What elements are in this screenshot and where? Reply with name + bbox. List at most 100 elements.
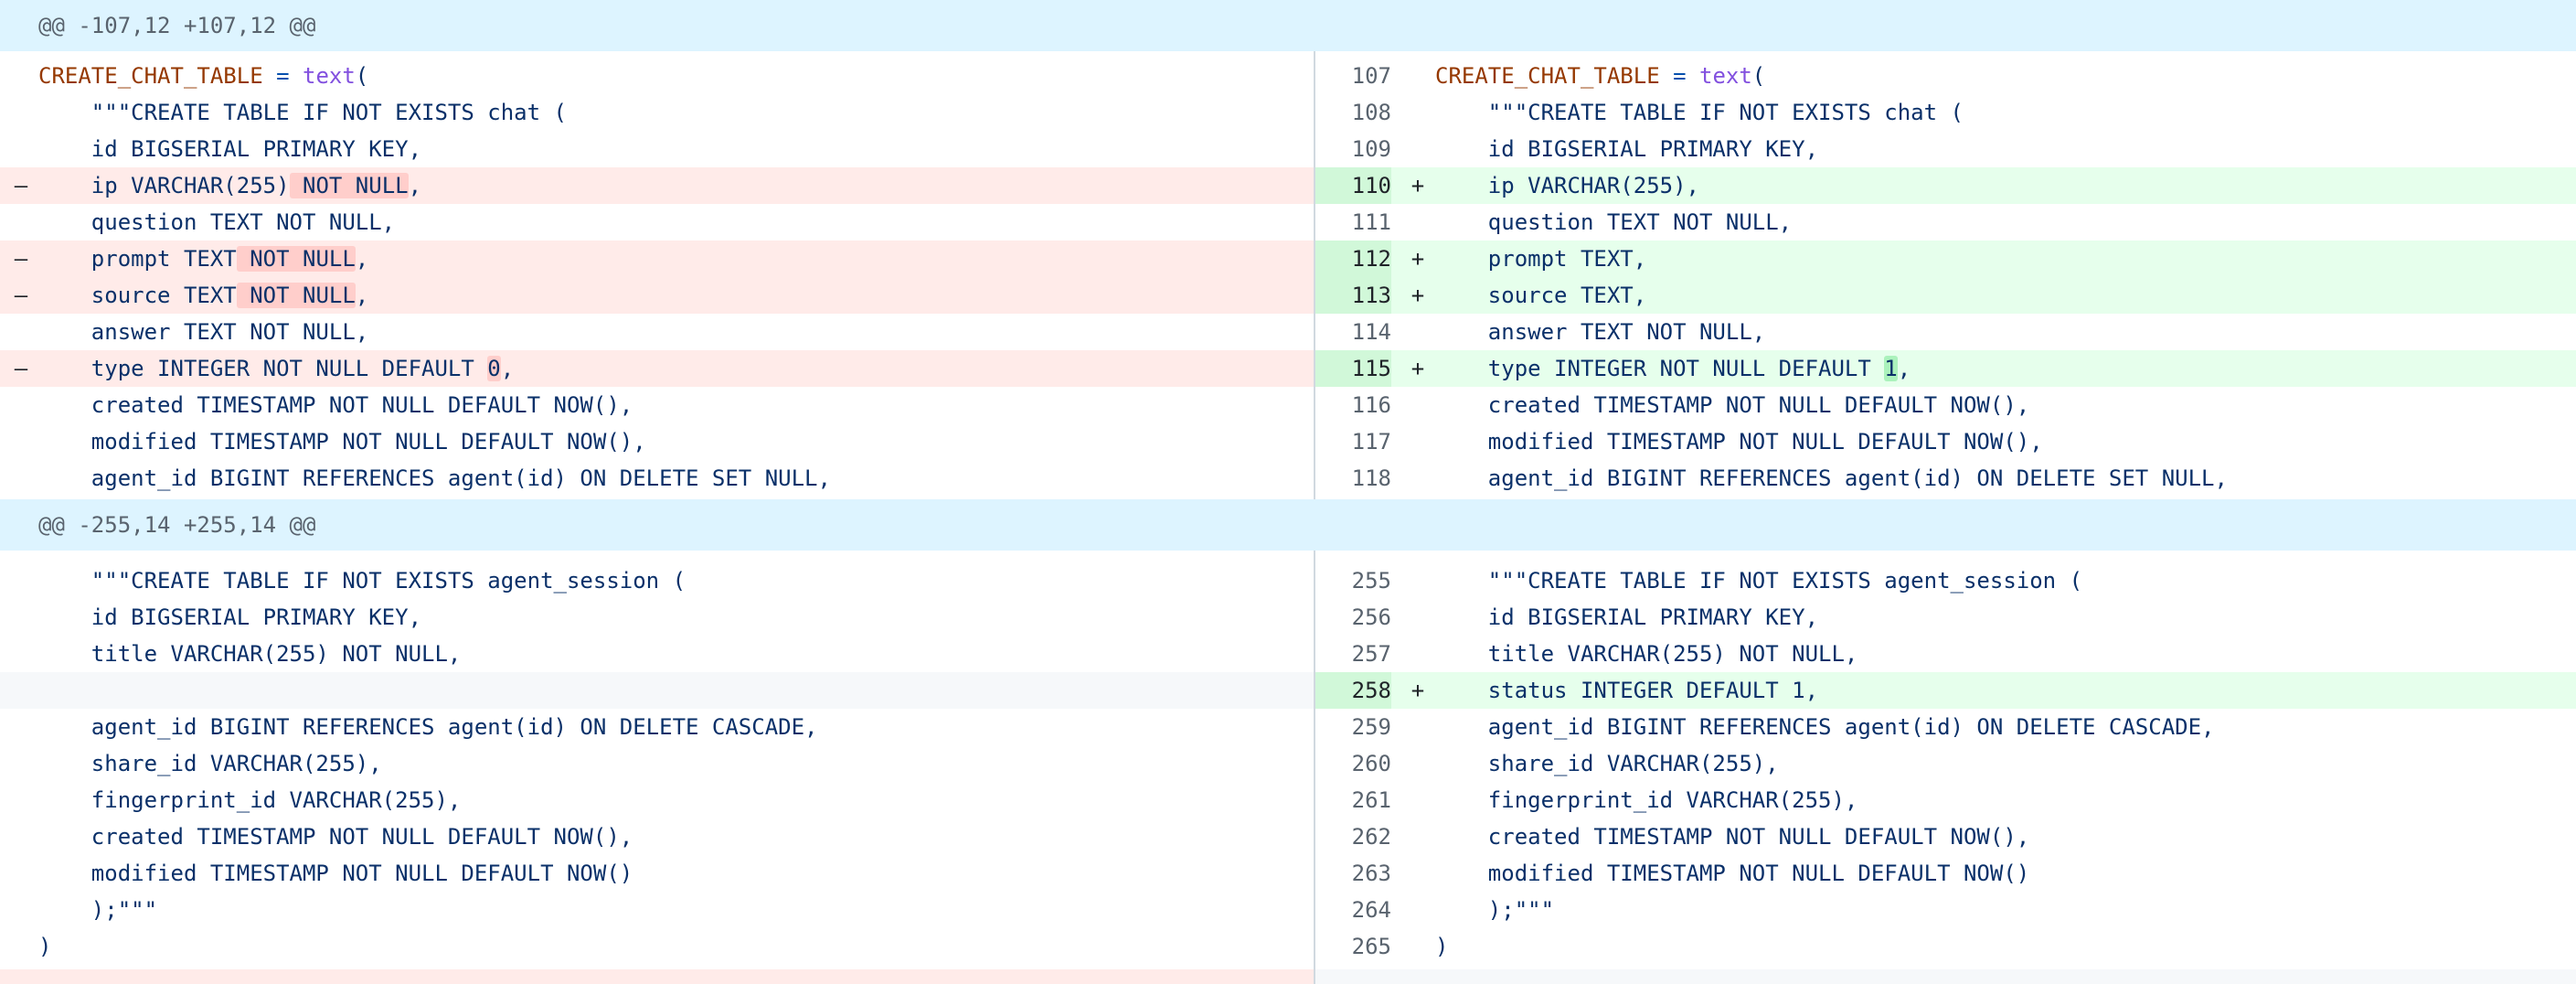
line-number[interactable]: 255 [1351, 568, 1391, 594]
code-token: = [276, 63, 290, 89]
code-token: , [500, 356, 515, 381]
pane-divider [1314, 51, 1315, 499]
line-number[interactable]: 257 [1351, 641, 1391, 667]
new-code-line: prompt TEXT, [1435, 241, 1646, 277]
line-number[interactable]: 259 [1351, 714, 1391, 740]
line-number[interactable]: 108 [1351, 100, 1391, 125]
old-side: agent_id BIGINT REFERENCES agent(id) ON … [0, 460, 1315, 497]
line-number[interactable]: 261 [1351, 787, 1391, 813]
new-side: 116 created TIMESTAMP NOT NULL DEFAULT N… [1315, 387, 2576, 423]
old-side: created TIMESTAMP NOT NULL DEFAULT NOW()… [0, 387, 1315, 423]
old-code-line: );""" [38, 892, 157, 928]
code-token: """CREATE TABLE IF NOT EXISTS chat ( [38, 100, 567, 125]
code-token: title VARCHAR(255) NOT NULL, [38, 641, 462, 667]
new-code-line: """CREATE TABLE IF NOT EXISTS chat ( [1435, 94, 1964, 131]
deleted-token-highlight: NOT NULL [289, 173, 409, 198]
code-token: ( [1751, 63, 1766, 89]
code-token [290, 63, 303, 89]
code-token: created TIMESTAMP NOT NULL DEFAULT NOW()… [1435, 392, 2030, 418]
new-side: 255 """CREATE TABLE IF NOT EXISTS agent_… [1315, 562, 2576, 599]
old-side [0, 969, 1315, 984]
line-number[interactable]: 262 [1351, 824, 1391, 850]
diff-line-partial [0, 969, 2576, 984]
diff-line: created TIMESTAMP NOT NULL DEFAULT NOW()… [0, 818, 2576, 855]
added-line-marker: + [1410, 356, 1425, 381]
old-side: id BIGSERIAL PRIMARY KEY, [0, 599, 1315, 636]
diff-line: )265) [0, 928, 2576, 965]
code-token: modified TIMESTAMP NOT NULL DEFAULT NOW(… [1435, 861, 2030, 886]
line-number[interactable]: 109 [1351, 136, 1391, 162]
new-side: 113 + source TEXT, [1315, 277, 2576, 314]
old-side: ) [0, 928, 1315, 965]
added-line-marker: + [1410, 283, 1425, 308]
old-side: title VARCHAR(255) NOT NULL, [0, 636, 1315, 672]
new-code-line: ip VARCHAR(255), [1435, 167, 1699, 204]
new-code-line: created TIMESTAMP NOT NULL DEFAULT NOW()… [1435, 387, 2029, 423]
code-token: answer TEXT NOT NULL, [38, 319, 369, 345]
old-code-line: share_id VARCHAR(255), [38, 745, 382, 782]
old-side: fingerprint_id VARCHAR(255), [0, 782, 1315, 818]
line-number[interactable]: 107 [1351, 63, 1391, 89]
new-code-line: share_id VARCHAR(255), [1435, 745, 1779, 782]
line-number[interactable]: 118 [1351, 465, 1391, 491]
line-number[interactable]: 256 [1351, 604, 1391, 630]
old-code-line: source TEXT NOT NULL, [38, 277, 368, 314]
new-side: 263 modified TIMESTAMP NOT NULL DEFAULT … [1315, 855, 2576, 892]
added-line-marker: + [1410, 246, 1425, 272]
new-side: 112 + prompt TEXT, [1315, 241, 2576, 277]
diff-line: created TIMESTAMP NOT NULL DEFAULT NOW()… [0, 387, 2576, 423]
line-number[interactable]: 258 [1315, 672, 1391, 709]
old-code-line: type INTEGER NOT NULL DEFAULT 0, [38, 350, 514, 387]
line-number[interactable]: 115 [1315, 350, 1391, 387]
code-token: created TIMESTAMP NOT NULL DEFAULT NOW()… [1435, 824, 2030, 850]
old-side: created TIMESTAMP NOT NULL DEFAULT NOW()… [0, 818, 1315, 855]
old-code-line: """CREATE TABLE IF NOT EXISTS chat ( [38, 94, 567, 131]
line-number[interactable]: 111 [1351, 209, 1391, 235]
new-code-line: agent_id BIGINT REFERENCES agent(id) ON … [1435, 460, 2228, 497]
old-code-line: ip VARCHAR(255) NOT NULL, [38, 167, 421, 204]
diff-line: – prompt TEXT NOT NULL,112+ prompt TEXT, [0, 241, 2576, 277]
line-number[interactable]: 116 [1351, 392, 1391, 418]
code-token: created TIMESTAMP NOT NULL DEFAULT NOW()… [38, 392, 633, 418]
added-line-marker: + [1410, 678, 1425, 703]
line-number[interactable]: 112 [1315, 241, 1391, 277]
code-token: prompt TEXT [38, 246, 237, 272]
new-side: 108 """CREATE TABLE IF NOT EXISTS chat ( [1315, 94, 2576, 131]
deleted-token-highlight: NOT NULL [236, 246, 356, 272]
line-number[interactable]: 114 [1351, 319, 1391, 345]
code-token: id BIGSERIAL PRIMARY KEY, [38, 604, 422, 630]
old-side: CREATE_CHAT_TABLE = text( [0, 58, 1315, 94]
new-side: 117 modified TIMESTAMP NOT NULL DEFAULT … [1315, 423, 2576, 460]
line-number[interactable]: 265 [1351, 934, 1391, 959]
code-token [1687, 63, 1699, 89]
old-code-line: modified TIMESTAMP NOT NULL DEFAULT NOW(… [38, 423, 646, 460]
line-number[interactable]: 263 [1351, 861, 1391, 886]
line-number[interactable]: 113 [1315, 277, 1391, 314]
new-code-line: type INTEGER NOT NULL DEFAULT 1, [1435, 350, 1911, 387]
hunk-header-text: @@ -255,14 +255,14 @@ [38, 512, 316, 538]
added-line-marker: + [1410, 173, 1425, 198]
old-side: answer TEXT NOT NULL, [0, 314, 1315, 350]
line-number[interactable]: 117 [1351, 429, 1391, 455]
diff-line: CREATE_CHAT_TABLE = text( 107 CREATE_CHAT_… [0, 58, 2576, 94]
new-side: 109 id BIGSERIAL PRIMARY KEY, [1315, 131, 2576, 167]
old-side: """CREATE TABLE IF NOT EXISTS agent_sess… [0, 562, 1315, 599]
new-code-line: source TEXT, [1435, 277, 1646, 314]
code-token: modified TIMESTAMP NOT NULL DEFAULT NOW(… [38, 861, 633, 886]
code-token: question TEXT NOT NULL, [1435, 209, 1793, 235]
diff-line: fingerprint_id VARCHAR(255), 261 fingerpr… [0, 782, 2576, 818]
old-side: – source TEXT NOT NULL, [0, 277, 1315, 314]
old-code-line: ) [38, 928, 51, 965]
line-number[interactable]: 264 [1351, 897, 1391, 923]
new-side: 261 fingerprint_id VARCHAR(255), [1315, 782, 2576, 818]
line-number[interactable]: 260 [1351, 751, 1391, 776]
line-number[interactable]: 110 [1315, 167, 1391, 204]
deleted-line-marker: – [14, 283, 28, 308]
new-code-line: status INTEGER DEFAULT 1, [1435, 672, 1818, 709]
code-token: CREATE_CHAT_TABLE [1435, 63, 1660, 89]
code-token: status INTEGER DEFAULT 1, [1435, 678, 1819, 703]
code-token: fingerprint_id VARCHAR(255), [38, 787, 462, 813]
diff-line: – ip VARCHAR(255) NOT NULL,110+ ip VARCH… [0, 167, 2576, 204]
